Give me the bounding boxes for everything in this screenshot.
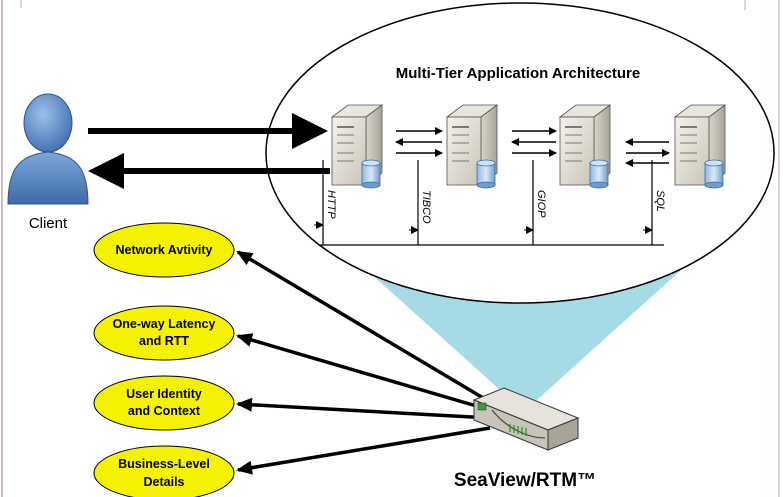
- diagram-title: Multi-Tier Application Architecture: [396, 65, 640, 82]
- database-icon: [476, 159, 496, 189]
- person-icon: [7, 93, 89, 205]
- server-icon: [673, 104, 727, 189]
- server-icon: [558, 104, 612, 189]
- feature-latency: One-way Latency and RTT: [93, 305, 235, 361]
- feature-label: User Identity: [126, 387, 202, 401]
- protocol-tick-arrows: [314, 221, 653, 234]
- feature-label: Details: [144, 475, 185, 489]
- feature-arrows: [236, 250, 491, 475]
- protocol-label: SQL: [654, 190, 666, 212]
- protocol-label: HTTP: [325, 190, 337, 219]
- feature-label: One-way Latency: [113, 317, 216, 331]
- monitoring-cone: [358, 262, 690, 408]
- database-icon: [704, 159, 724, 189]
- protocol-label: GIOP: [535, 190, 547, 218]
- network-appliance-icon: [472, 387, 580, 451]
- feature-user-identity: User Identity and Context: [93, 375, 235, 431]
- client-label: Client: [29, 215, 68, 232]
- database-icon: [361, 159, 381, 189]
- device-label: SeaView/RTM™: [454, 470, 596, 491]
- server-icon: [330, 104, 384, 189]
- feature-network-activity: Network Avtivity: [93, 222, 235, 278]
- feature-label: and Context: [128, 404, 201, 418]
- tier-connection-arrows: [395, 127, 670, 167]
- database-icon: [589, 159, 609, 189]
- feature-label: Business-Level: [118, 457, 210, 471]
- feature-business-level: Business-Level Details: [93, 445, 235, 497]
- protocol-label: TIBCO: [420, 190, 432, 224]
- feature-label: and RTT: [139, 334, 189, 348]
- feature-label: Network Avtivity: [115, 243, 212, 257]
- server-icon: [445, 104, 499, 189]
